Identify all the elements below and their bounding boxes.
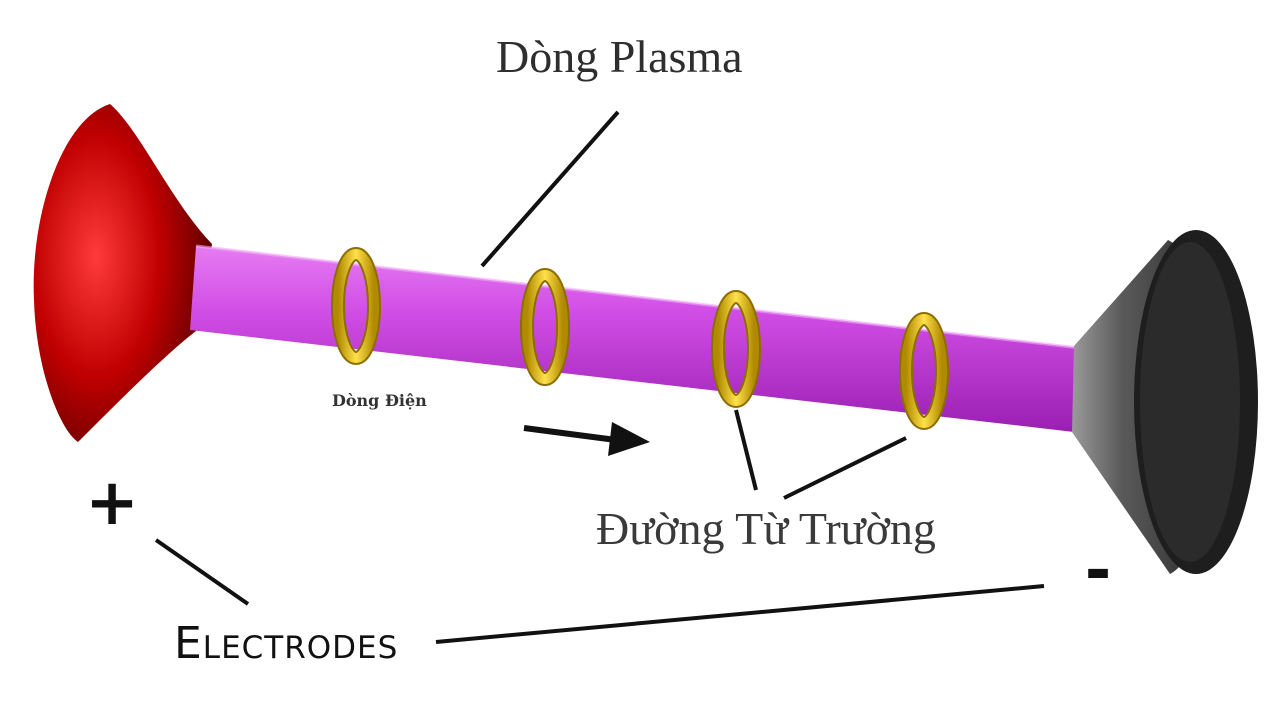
field-leader-line-2 (783, 436, 907, 500)
plasma-tube (190, 244, 1081, 432)
field-ring-2 (520, 268, 570, 386)
electrode-leader-line-negative (435, 584, 1045, 644)
plasma-label: Dòng Plasma (496, 31, 743, 82)
current-arrow-icon (523, 422, 650, 456)
field-ring-1 (331, 247, 381, 365)
magnetic-field-label: Đường Từ Trường (596, 503, 936, 554)
field-leader-line-1 (734, 409, 758, 491)
minus-sign: - (1085, 534, 1112, 608)
field-ring-3 (711, 290, 761, 408)
electrodes-label: Electrodes (174, 618, 399, 669)
electrode-leader-line-positive (154, 538, 250, 606)
plus-sign: + (85, 466, 139, 540)
current-label: Dòng Điện (332, 391, 427, 410)
plasma-leader-line (480, 110, 620, 268)
negative-electrode (1072, 230, 1258, 574)
positive-electrode (33, 104, 212, 442)
field-ring-4 (899, 312, 949, 430)
magnetic-field-rings (331, 247, 949, 430)
